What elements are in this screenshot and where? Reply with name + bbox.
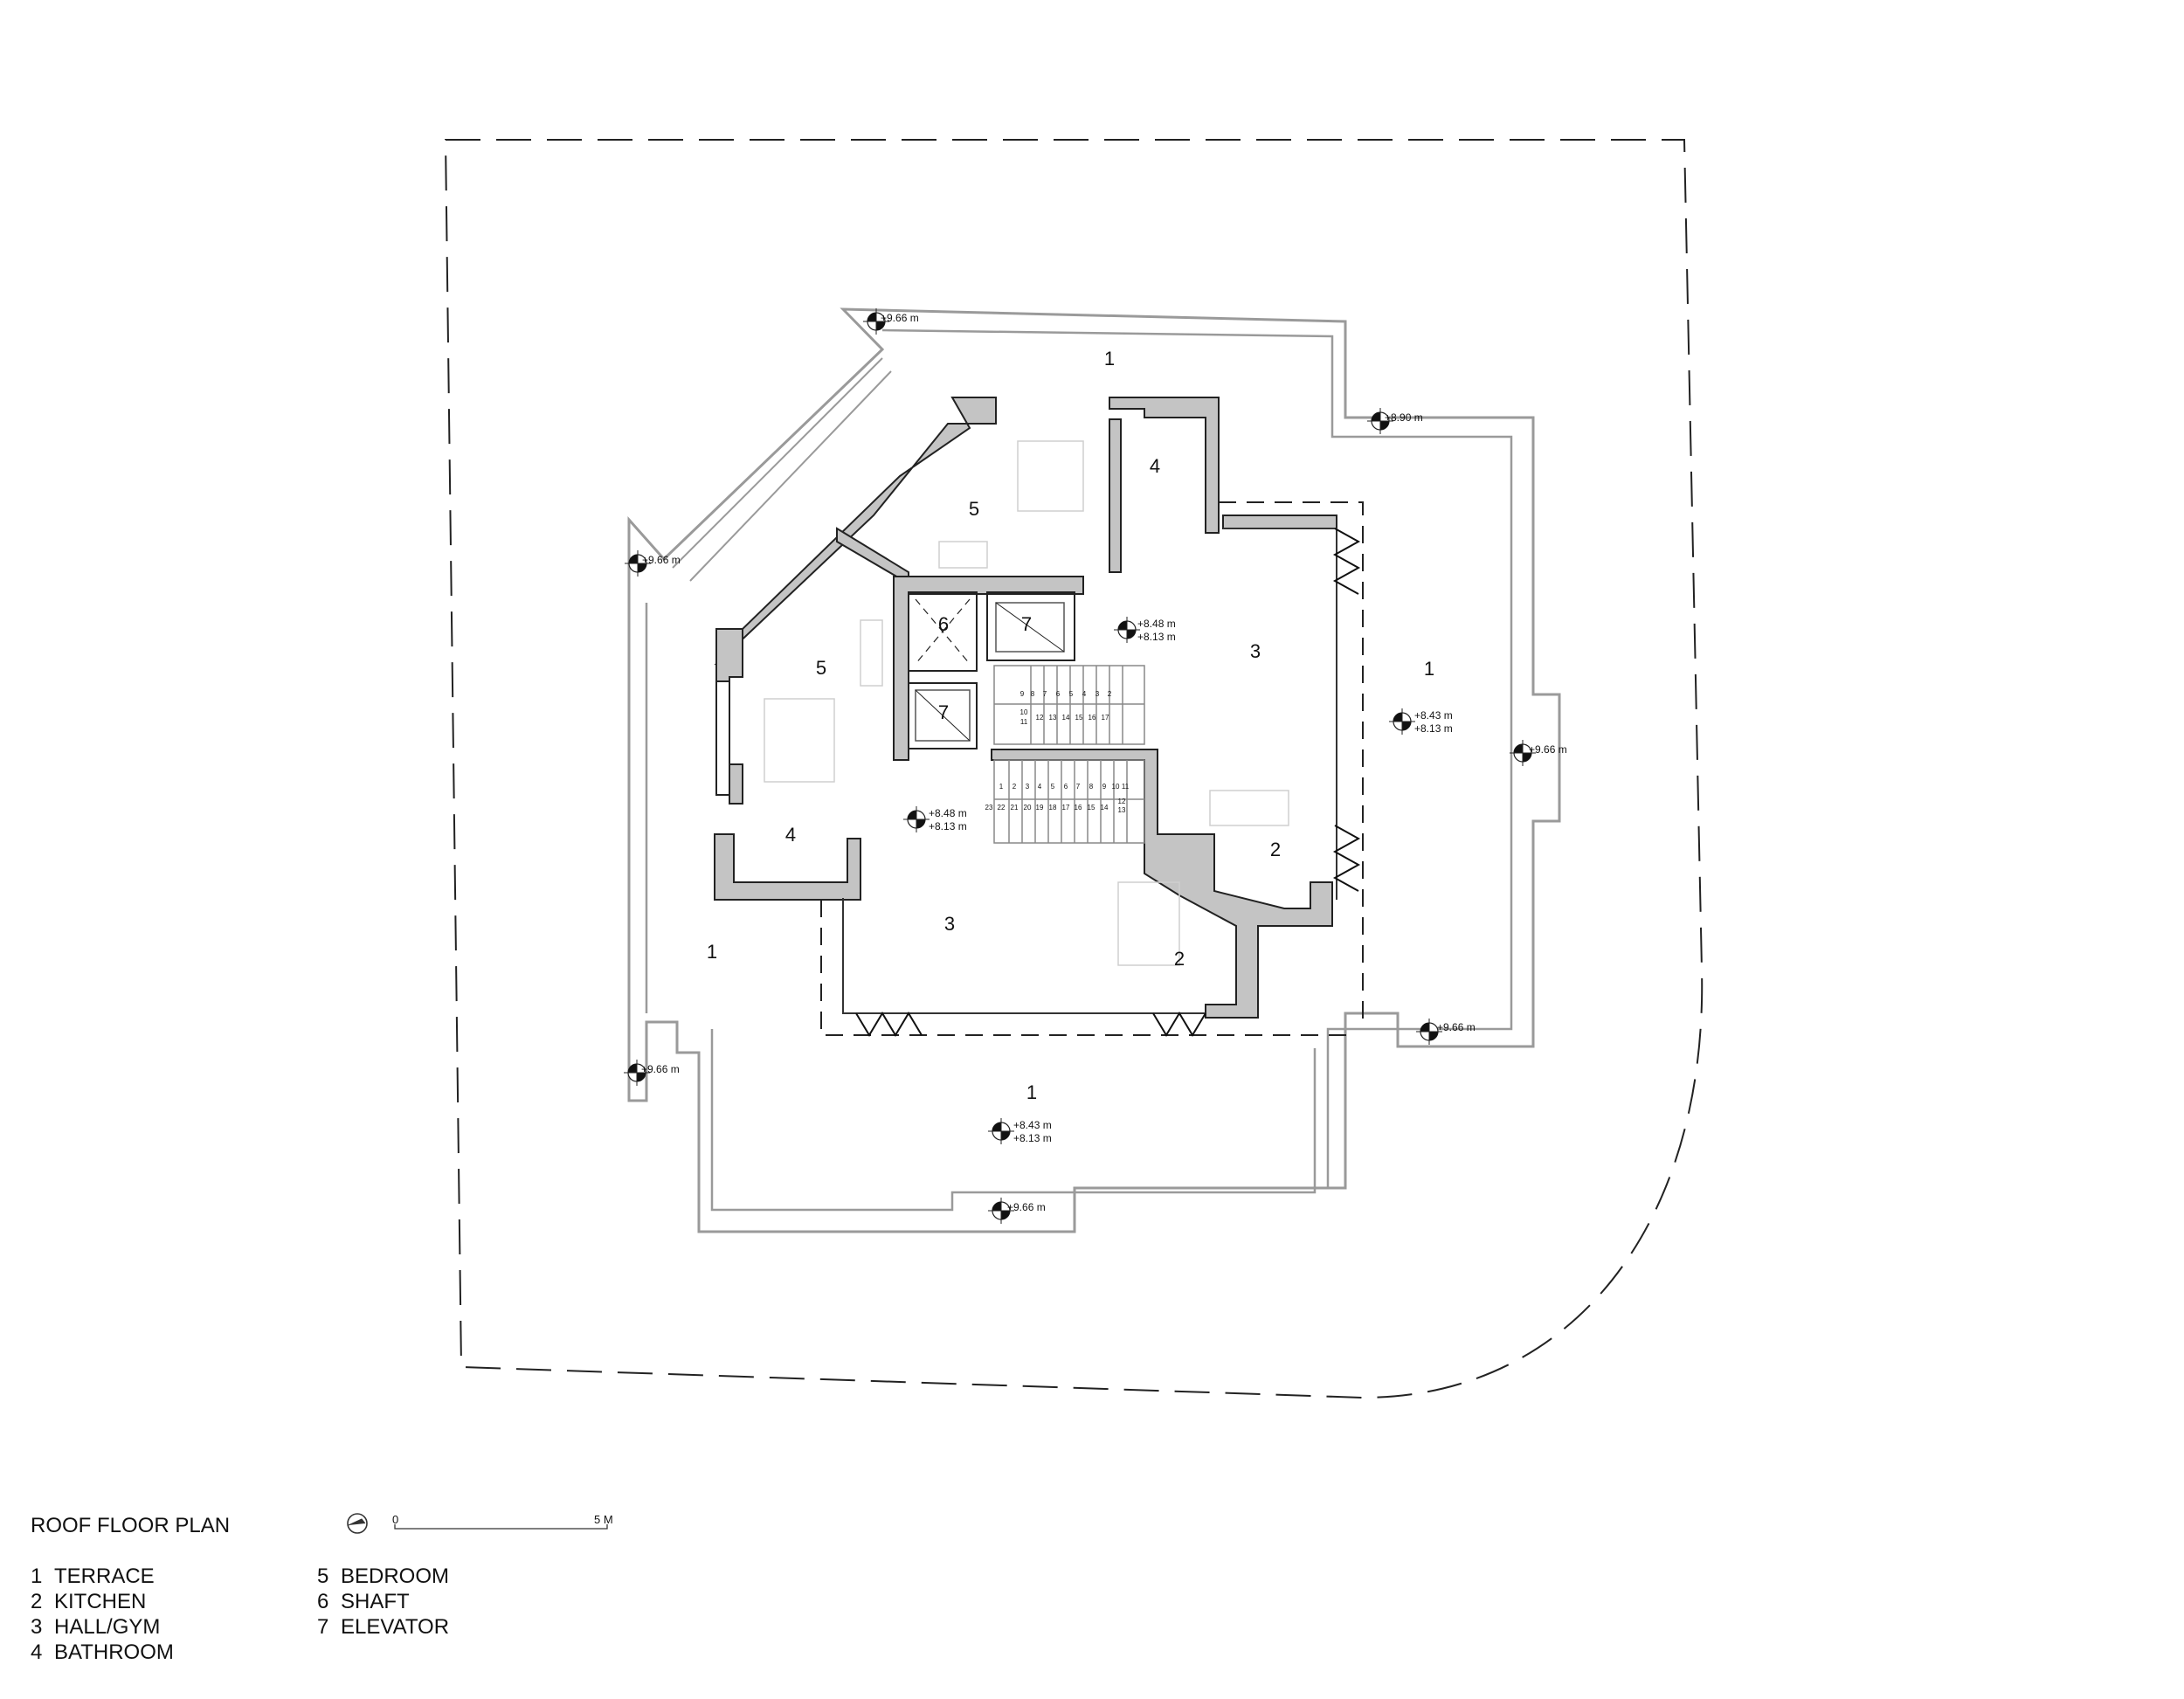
level-terrace-south-top: +8.43 m — [1013, 1119, 1052, 1131]
svg-text:16: 16 — [1075, 804, 1082, 812]
svg-text:6: 6 — [1056, 690, 1061, 698]
svg-text:9: 9 — [1020, 690, 1025, 698]
level-south-parapet: +9.66 m — [1007, 1201, 1046, 1213]
svg-text:0: 0 — [392, 1513, 398, 1526]
svg-text:10: 10 — [1112, 783, 1120, 791]
scale-bar: 0 5 M — [392, 1513, 613, 1530]
svg-text:3: 3 — [1095, 690, 1100, 698]
svg-text:7: 7 — [1043, 690, 1047, 698]
svg-text:12: 12 — [1118, 798, 1126, 805]
room-tag-bathroom-west: 4 — [785, 824, 796, 846]
level-hall-west-top: +8.48 m — [929, 807, 967, 819]
elevator-shaft-boxes — [908, 591, 1075, 749]
parapet-inner-south — [710, 1029, 1317, 1212]
room-tag-shaft: 6 — [938, 613, 949, 635]
svg-text:9: 9 — [1102, 783, 1107, 791]
svg-text:15: 15 — [1088, 804, 1095, 812]
svg-text:12: 12 — [1036, 714, 1044, 722]
room-tag-bedroom-west: 5 — [816, 657, 826, 679]
room-tag-kitchen-south: 2 — [1174, 948, 1185, 970]
site-boundary — [444, 139, 1704, 1399]
room-tag-terrace-south: 1 — [1026, 1081, 1037, 1103]
svg-text:2: 2 — [1108, 690, 1112, 698]
parapet-outline — [627, 307, 1561, 1233]
svg-text:2: 2 — [1013, 783, 1017, 791]
svg-text:10: 10 — [1020, 708, 1028, 716]
svg-text:20: 20 — [1024, 804, 1032, 812]
svg-text:21: 21 — [1011, 804, 1019, 812]
room-tag-hall-south: 3 — [944, 913, 955, 935]
nw-diagonal-rails — [672, 357, 892, 582]
svg-text:15: 15 — [1075, 714, 1083, 722]
folding-doors — [855, 528, 1361, 1037]
level-nw-top: +9.66 m — [881, 312, 919, 324]
plan-title: ROOF FLOOR PLAN — [31, 1514, 231, 1537]
svg-text:11: 11 — [1122, 783, 1130, 791]
svg-text:4: 4 — [1082, 690, 1087, 698]
svg-text:7: 7 — [1076, 783, 1081, 791]
level-hall-east-top: +8.48 m — [1137, 618, 1176, 630]
room-tag-elevator-bottom: 7 — [938, 701, 949, 723]
parapet-inner-west — [645, 349, 883, 1013]
room-tag-hall-east: 3 — [1250, 640, 1261, 662]
svg-text:1: 1 — [999, 783, 1004, 791]
stair-numbers: 9 8 7 6 5 4 3 2 10 11 12 13 14 15 16 17 … — [985, 690, 1130, 814]
level-east-parapet: +9.66 m — [1529, 743, 1567, 756]
level-terrace-east-bottom: +8.13 m — [1414, 722, 1453, 735]
north-arrow-icon — [347, 1513, 368, 1534]
svg-text:13: 13 — [1118, 806, 1126, 814]
svg-text:8: 8 — [1031, 690, 1035, 698]
level-se-parapet: +9.66 m — [1437, 1021, 1476, 1033]
svg-text:3: 3 — [1026, 783, 1030, 791]
svg-text:5: 5 — [1051, 783, 1055, 791]
room-tag-bedroom-north: 5 — [969, 498, 979, 520]
svg-text:5 M: 5 M — [594, 1513, 613, 1526]
staircase — [993, 665, 1145, 844]
furniture — [764, 440, 1289, 966]
level-hall-west-bottom: +8.13 m — [929, 820, 967, 832]
building-walls — [714, 397, 1337, 1019]
svg-text:13: 13 — [1049, 714, 1057, 722]
room-tag-terrace-north: 1 — [1104, 348, 1115, 369]
svg-text:22: 22 — [998, 804, 1006, 812]
level-terrace-east-top: +8.43 m — [1414, 709, 1453, 722]
svg-text:19: 19 — [1036, 804, 1044, 812]
level-west-upper: +9.66 m — [642, 554, 681, 566]
svg-text:14: 14 — [1062, 714, 1070, 722]
room-tag-bathroom-north: 4 — [1150, 455, 1160, 477]
svg-text:5: 5 — [1069, 690, 1074, 698]
level-terrace-south-bottom: +8.13 m — [1013, 1132, 1052, 1144]
level-west-lower: +9.66 m — [641, 1063, 680, 1075]
svg-text:14: 14 — [1101, 804, 1109, 812]
svg-text:16: 16 — [1089, 714, 1096, 722]
room-tag-terrace-west: 1 — [707, 941, 717, 963]
svg-text:11: 11 — [1020, 718, 1028, 726]
svg-text:23: 23 — [985, 804, 993, 812]
level-ne-step: +8.90 m — [1385, 411, 1423, 424]
overhang-dashed — [820, 501, 1364, 1036]
room-tag-terrace-east: 1 — [1424, 658, 1434, 680]
svg-text:8: 8 — [1089, 783, 1094, 791]
svg-text:4: 4 — [1038, 783, 1042, 791]
room-tag-elevator-top: 7 — [1021, 613, 1032, 635]
svg-text:6: 6 — [1064, 783, 1068, 791]
parapet-inner — [881, 328, 1513, 1188]
room-tag-kitchen-east: 2 — [1270, 839, 1281, 860]
svg-text:18: 18 — [1049, 804, 1057, 812]
svg-text:17: 17 — [1102, 714, 1109, 722]
level-hall-east-bottom: +8.13 m — [1137, 631, 1176, 643]
svg-text:17: 17 — [1062, 804, 1070, 812]
